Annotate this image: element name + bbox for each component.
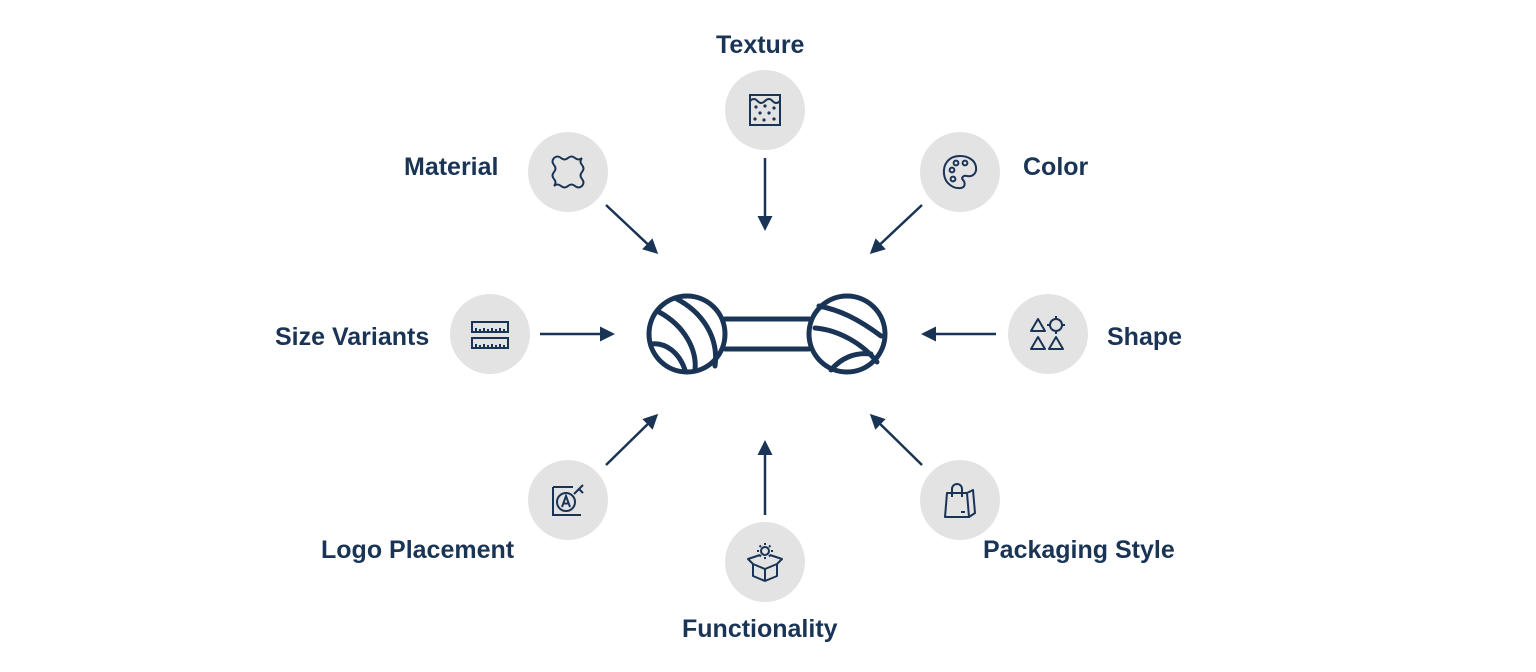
node-logo-placement [528,460,608,540]
node-packaging-style [920,460,1000,540]
palette-icon [942,154,978,190]
node-functionality [725,522,805,602]
node-color [920,132,1000,212]
shopping-bag-icon [944,483,976,518]
logo-badge-icon [552,484,584,516]
arrow-logo-placement [605,413,659,466]
arrow-color [869,204,923,255]
shapes-icon [1030,316,1065,350]
fabric-swatch-icon [551,155,585,189]
label-packaging-style: Packaging Style [983,536,1175,564]
texture-icon [749,94,781,126]
arrow-material [605,204,659,255]
box-gear-icon [747,543,783,582]
arrow-packaging-style [869,413,923,466]
node-texture [725,70,805,150]
label-material: Material [404,153,499,181]
label-functionality: Functionality [682,615,838,643]
node-material [528,132,608,212]
dumbbell-icon [646,293,888,375]
label-shape: Shape [1107,323,1183,351]
node-shape [1008,294,1088,374]
label-texture: Texture [716,31,805,59]
label-size-variants: Size Variants [275,323,430,351]
ruler-icon [471,321,509,349]
label-color: Color [1023,153,1089,181]
node-size-variants [450,294,530,374]
label-logo-placement: Logo Placement [321,536,515,564]
